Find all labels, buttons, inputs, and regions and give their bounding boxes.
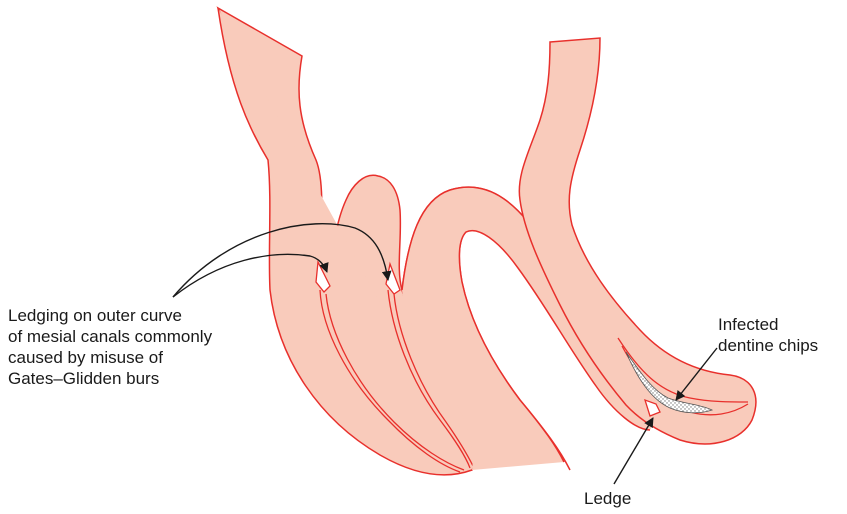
infected-label-line-2: dentine chips xyxy=(718,335,818,356)
ledging-label-line-3: caused by misuse of xyxy=(8,347,212,368)
arrow-ledge xyxy=(614,418,653,484)
infected-label-line-1: Infected xyxy=(718,314,818,335)
ledge-label: Ledge xyxy=(584,488,631,509)
infected-chips-label: Infected dentine chips xyxy=(718,314,818,356)
distal-root-shape xyxy=(519,38,756,444)
ledging-label-line-4: Gates–Glidden burs xyxy=(8,368,212,389)
ledging-label-line-1: Ledging on outer curve xyxy=(8,305,212,326)
distal-root xyxy=(519,38,756,444)
ledging-label: Ledging on outer curve of mesial canals … xyxy=(8,305,212,389)
ledging-label-line-2: of mesial canals commonly xyxy=(8,326,212,347)
